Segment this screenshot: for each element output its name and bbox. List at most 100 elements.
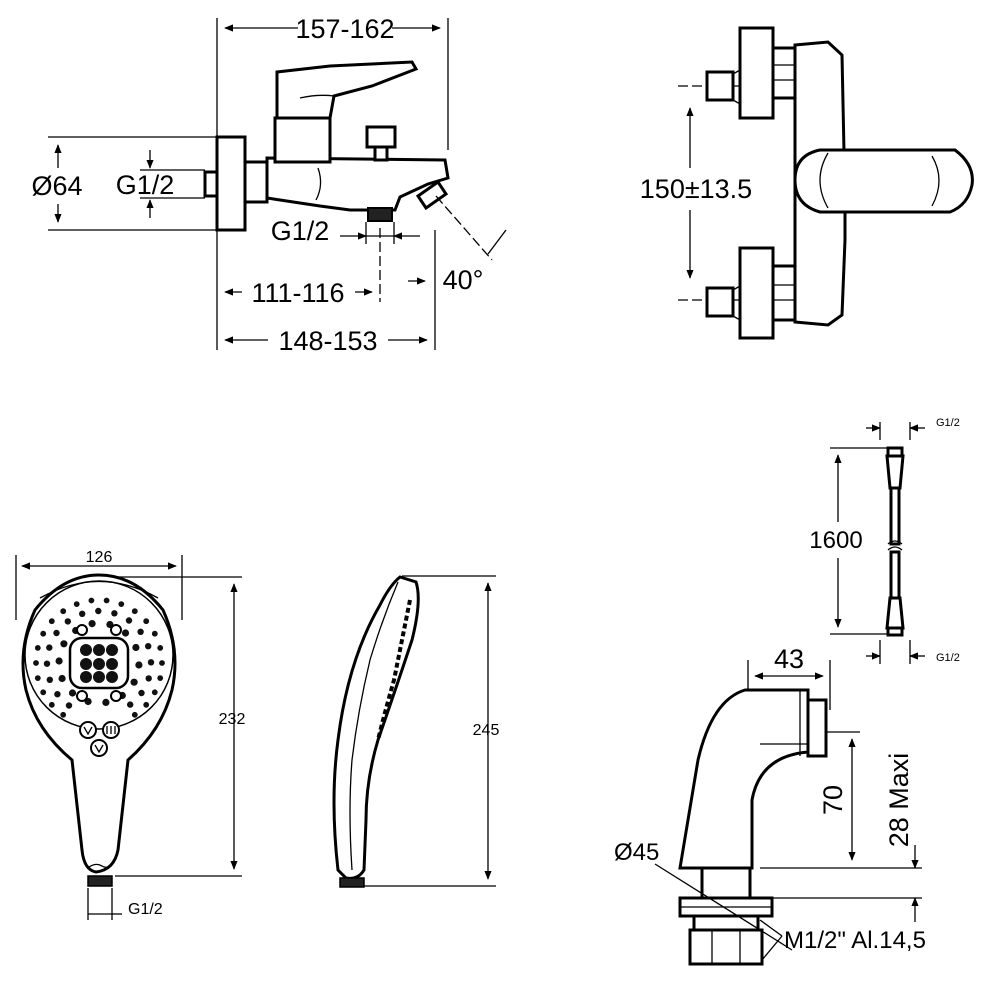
spray-nozzle	[127, 701, 134, 708]
spray-nozzle	[68, 689, 77, 697]
flange-diameter-label: Ø45	[614, 839, 659, 866]
spray-nozzle	[48, 701, 55, 708]
spray-nozzle	[145, 643, 152, 650]
inlet-nut	[203, 170, 219, 198]
hose-thread	[87, 875, 113, 887]
spray-nozzle	[132, 643, 140, 652]
handshower-side-view: 245	[332, 575, 500, 888]
hose-length-label: 1600	[809, 527, 862, 554]
spray-nozzle	[53, 629, 60, 637]
hex-nut	[688, 928, 764, 966]
width-label: 126	[86, 549, 113, 566]
mode-buttons	[79, 721, 120, 757]
spray-nozzle	[125, 617, 133, 624]
spray-nozzle	[159, 660, 165, 666]
mixer-side-view: 157-162 Ø64 G1/2 G1/2 111-116	[31, 14, 507, 356]
upper-nut	[771, 46, 797, 100]
rain-mode-icon	[79, 721, 97, 739]
lower-inlet	[705, 286, 735, 318]
lower-nut	[771, 264, 797, 322]
spout-angle-label: 40°	[443, 265, 484, 295]
handshower-profile	[332, 575, 420, 880]
spray-nozzle	[64, 618, 72, 625]
height-70-label: 70	[818, 785, 848, 815]
upper-flange	[738, 26, 775, 120]
spray-nozzle	[147, 659, 155, 666]
spray-nozzle	[40, 630, 47, 637]
spray-nozzle	[33, 660, 39, 666]
mixer-lever	[275, 60, 419, 120]
inlet-centers-label: 150±13.5	[640, 174, 752, 204]
spray-nozzle	[73, 601, 80, 607]
length-label: 245	[473, 722, 500, 739]
spray-nozzle	[157, 645, 164, 651]
upper-inlet	[705, 70, 735, 102]
spray-nozzle	[48, 618, 55, 625]
spray-nozzle	[130, 678, 138, 686]
cartridge-housing	[273, 116, 332, 164]
spray-nozzles	[33, 597, 165, 718]
spray-nozzle	[46, 644, 53, 651]
hose-top-thread-label: G1/2	[936, 417, 960, 429]
height-label: 232	[219, 711, 246, 728]
spray-nozzle	[76, 690, 88, 702]
spray-nozzle	[143, 701, 150, 708]
spray-nozzle	[103, 597, 110, 604]
spray-nozzle	[40, 689, 47, 696]
inlet-thread-label: G1/2	[116, 170, 175, 200]
spray-nozzle	[34, 645, 41, 651]
spray-nozzle	[54, 691, 61, 698]
thread-spec-label: M1/2" Al.14,5	[784, 927, 926, 954]
spray-nozzle	[145, 675, 152, 682]
spray-nozzle	[131, 711, 138, 718]
outlet-offset-label: 111-116	[251, 278, 344, 308]
spray-nozzle	[76, 624, 88, 636]
outlet-thread-label: G1/2	[271, 216, 330, 246]
hose-bottom-thread-label: G1/2	[936, 652, 960, 664]
spray-nozzle	[143, 618, 150, 625]
signature-logo	[87, 861, 115, 869]
overall-width-label: 157-162	[295, 14, 394, 44]
spout-aerator	[415, 179, 449, 211]
mist-mode-icon	[90, 739, 108, 757]
outlet-thread	[367, 207, 393, 222]
spray-nozzle	[151, 689, 158, 696]
spout-length-label: 148-153	[278, 326, 377, 356]
spray-nozzle	[79, 610, 86, 617]
thread-label: G1/2	[128, 901, 163, 918]
body-diameter-label: Ø64	[31, 171, 82, 201]
spray-nozzle	[55, 657, 63, 665]
spray-nozzle	[34, 675, 41, 681]
spray-nozzle	[151, 630, 158, 637]
spray-nozzle	[138, 689, 145, 697]
wall-flange	[215, 135, 247, 232]
handshower-front-view: 126 232 G1/2	[15, 549, 246, 920]
spray-nozzle	[110, 624, 122, 636]
spray-nozzle	[60, 711, 67, 718]
diverter-stem	[373, 145, 389, 162]
spray-nozzle	[95, 607, 102, 615]
handshower-body	[21, 573, 177, 874]
spray-nozzle	[131, 608, 138, 615]
spray-nozzle	[121, 629, 130, 637]
mixer-body	[265, 156, 450, 212]
spray-nozzle	[135, 661, 143, 669]
spray-nozzle	[88, 620, 96, 628]
center-nozzles	[80, 644, 118, 683]
mixer-lever-top	[793, 148, 974, 214]
spray-nozzle	[110, 690, 122, 702]
spray-nozzle	[60, 640, 68, 648]
nozzle-row	[376, 599, 412, 741]
spray-nozzle	[118, 601, 125, 607]
eccentric-nut	[243, 160, 269, 204]
spray-nozzle	[58, 674, 66, 683]
width-43-label: 43	[774, 644, 804, 674]
spray-nozzle	[60, 608, 67, 615]
spray-nozzle	[43, 660, 51, 667]
spray-nozzle	[46, 676, 53, 683]
spray-nozzle	[88, 597, 95, 604]
eccentric-stem	[700, 866, 752, 900]
mixer-top-view: 150±13.5	[640, 26, 974, 340]
eccentric-fitting-view: 43 70 28 Maxi Ø45 M1/2" Al.14,5	[614, 644, 926, 966]
eccentric-outlet	[806, 698, 828, 758]
